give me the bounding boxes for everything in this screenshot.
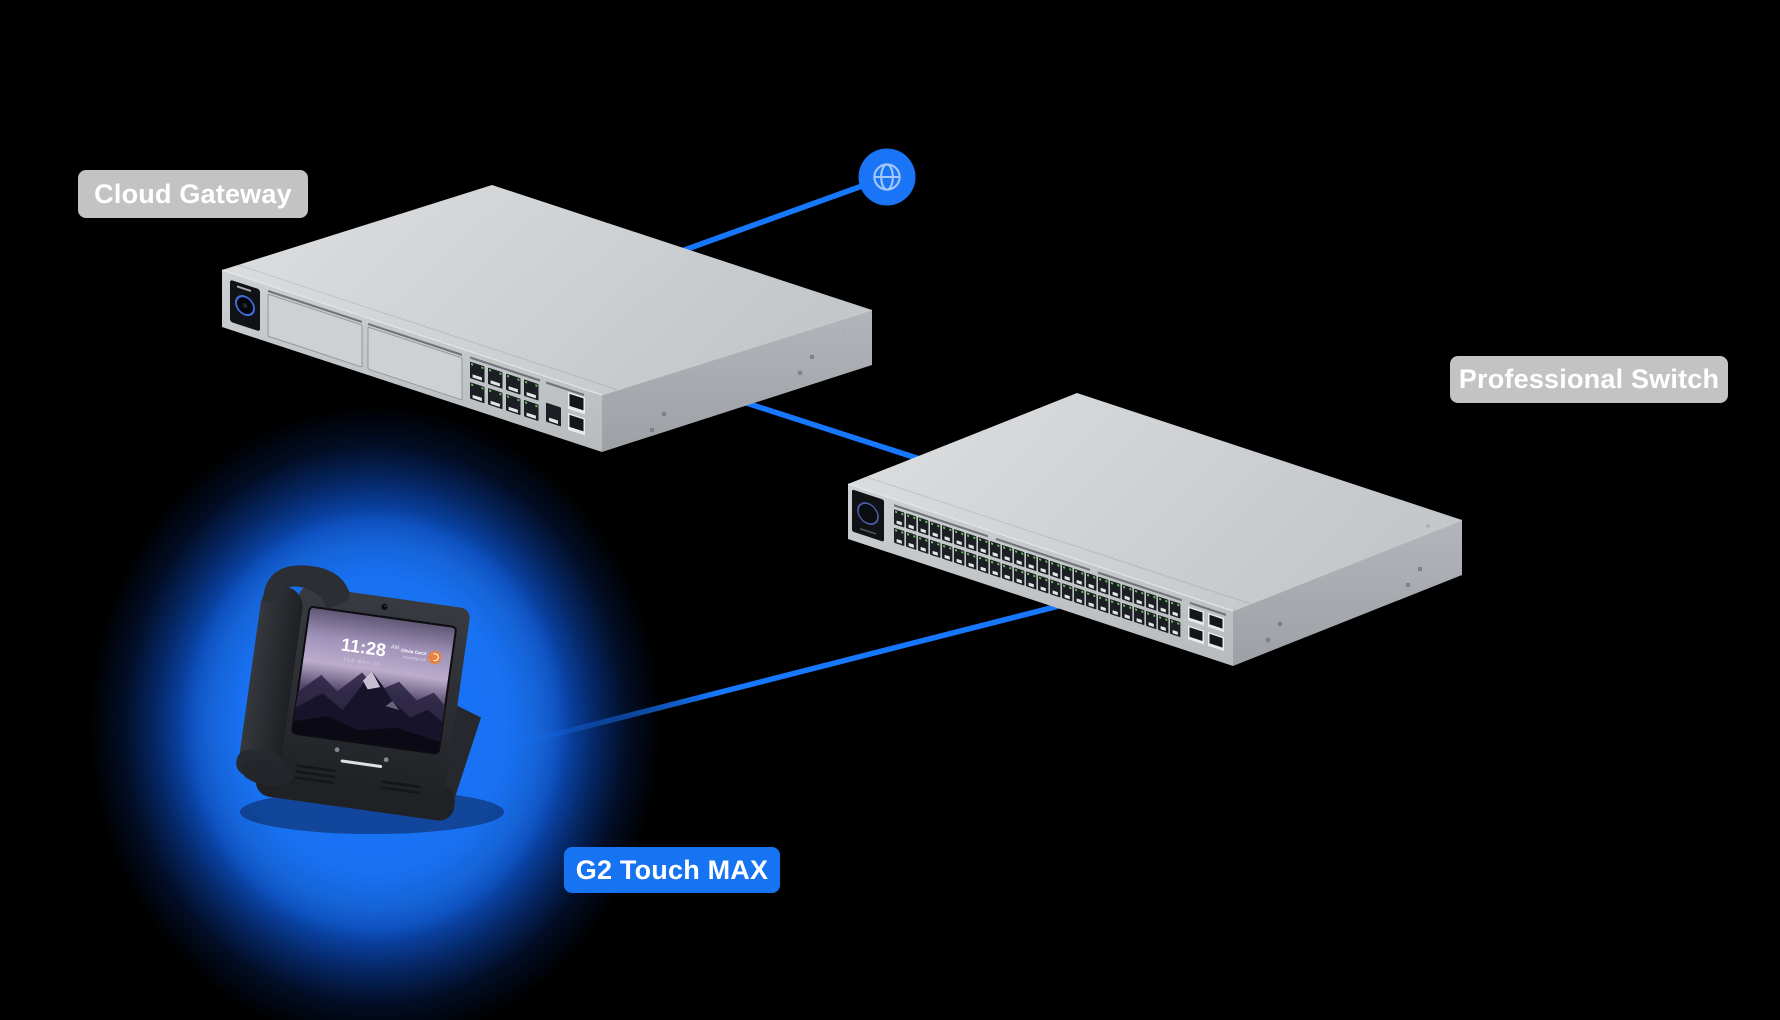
phone-meridiem: AM bbox=[390, 644, 399, 651]
globe-icon bbox=[858, 148, 916, 206]
phone-nav-icon bbox=[383, 757, 389, 763]
switch-display bbox=[852, 489, 884, 542]
gateway-touchscreen bbox=[230, 280, 260, 331]
gateway-drive-bay bbox=[367, 326, 463, 401]
phone-screen: 11:28 AM TUE MAY 30 Olivia Carol Incomin… bbox=[291, 606, 457, 755]
switch-port-grid bbox=[894, 509, 1181, 637]
phone-camera bbox=[380, 603, 389, 611]
label-cloud-gateway-text: Cloud Gateway bbox=[94, 178, 292, 209]
gateway-screws bbox=[649, 329, 847, 433]
connection-line-switch-phone bbox=[469, 595, 1091, 759]
phone-home-bar bbox=[340, 759, 383, 768]
switch-side-face bbox=[1233, 520, 1462, 666]
gateway-front-panel bbox=[230, 280, 585, 436]
label-professional-switch-text: Professional Switch bbox=[1458, 364, 1720, 394]
gateway-top-face bbox=[222, 185, 872, 395]
phone-nav-icon bbox=[334, 747, 340, 753]
switch-top-face bbox=[848, 393, 1462, 611]
gateway-port-grid bbox=[470, 361, 539, 421]
caller-name: Olivia Carol bbox=[401, 648, 427, 657]
switch-screws bbox=[1265, 524, 1430, 643]
caller-avatar bbox=[428, 650, 442, 664]
label-g2-touch-max-text: G2 Touch MAX bbox=[575, 854, 769, 885]
phone-speaker-grille bbox=[294, 764, 421, 795]
switch-front-panel bbox=[852, 489, 1226, 652]
gateway-drive-bay bbox=[267, 294, 363, 368]
label-g2-touch-max: G2 Touch MAX bbox=[564, 847, 780, 893]
switch-device bbox=[847, 393, 1463, 666]
gateway-sfp-ports bbox=[568, 391, 585, 436]
phone-handset bbox=[236, 565, 350, 786]
caller-status: Incoming Call bbox=[402, 655, 425, 662]
label-professional-switch: Professional Switch bbox=[1450, 356, 1728, 403]
gateway-device bbox=[221, 185, 873, 452]
phone-device: 11:28 AM TUE MAY 30 Olivia Carol Incomin… bbox=[236, 565, 481, 821]
label-cloud-gateway: Cloud Gateway bbox=[78, 170, 308, 218]
phone-date: TUE MAY 30 bbox=[342, 657, 380, 668]
switch-sfp-ports bbox=[1188, 606, 1224, 652]
gateway-side-face bbox=[602, 310, 872, 452]
gateway-wan-port bbox=[546, 402, 561, 427]
